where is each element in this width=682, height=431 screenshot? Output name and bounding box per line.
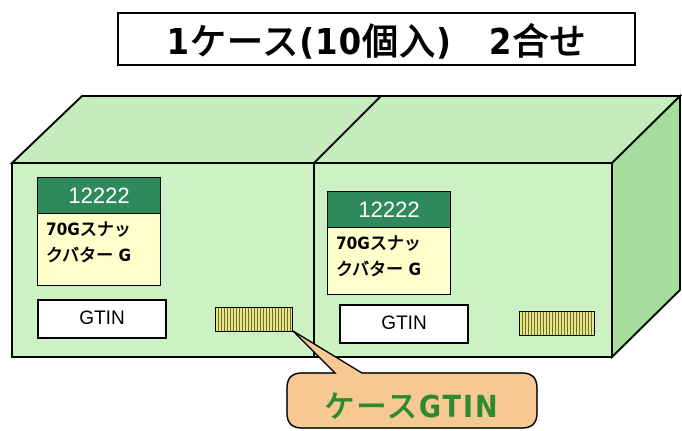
callout-bubble bbox=[286, 330, 538, 429]
case-top-face bbox=[9, 95, 682, 164]
page-title: 1ケース(10個入) 2合せ bbox=[117, 12, 636, 66]
product-name-line1-right: 70Gスナッ bbox=[336, 234, 421, 254]
product-name-box-right: 70Gスナッ クバター G bbox=[327, 227, 451, 295]
product-code-band-left: 12222 bbox=[37, 177, 161, 214]
product-name-line2-left: クバター G bbox=[46, 246, 132, 266]
product-code-band-right: 12222 bbox=[327, 191, 451, 228]
gtin-label-right: GTIN bbox=[339, 304, 469, 344]
product-name-box-left: 70Gスナッ クバター G bbox=[37, 213, 161, 286]
case-divider-line bbox=[313, 95, 382, 164]
product-name-line1-left: 70Gスナッ bbox=[46, 220, 131, 240]
gtin-label-left: GTIN bbox=[37, 299, 167, 339]
callout-label: ケースGTIN bbox=[324, 390, 500, 425]
product-name-line2-right: クバター G bbox=[336, 260, 422, 280]
barcode-icon bbox=[215, 307, 293, 332]
barcode-icon bbox=[519, 311, 595, 336]
